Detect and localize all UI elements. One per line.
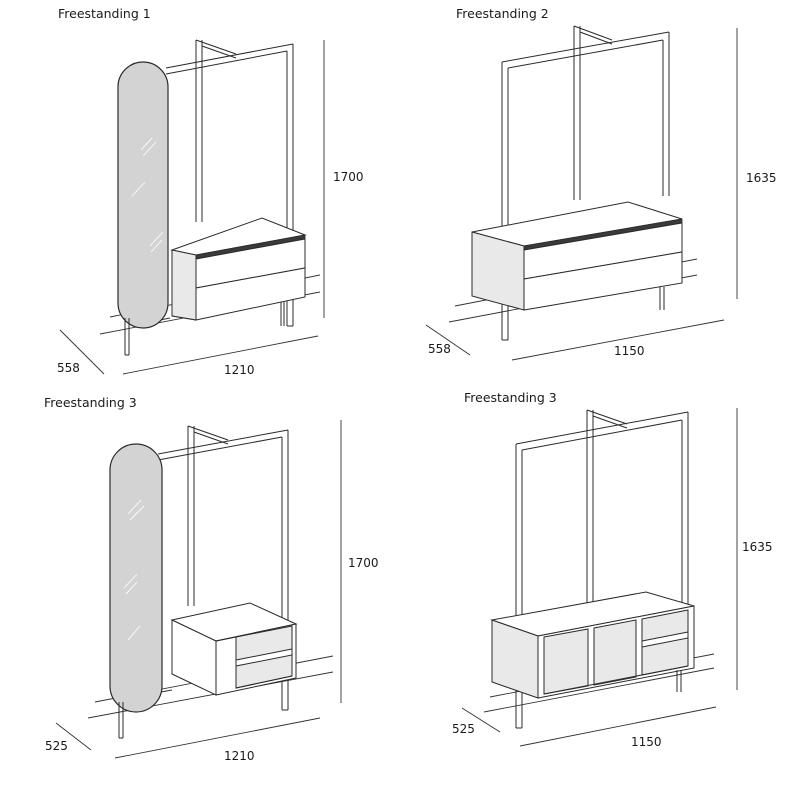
panel-2-height-label: 1635 [746,171,777,185]
panel-3-mirror [109,443,163,739]
panel-1-height-label: 1700 [333,170,364,184]
panel-3-title: Freestanding 3 [44,395,137,410]
panel-1-title: Freestanding 1 [58,6,151,21]
panel-2-width-label: 1150 [614,344,645,358]
panel-freestanding-1: Freestanding 1 [57,6,364,377]
panel-3-width-label: 1210 [224,749,255,763]
panel-4-shelf-unit [490,591,695,699]
panel-4-front-frame [515,411,689,729]
panel-2-back-frame [573,25,613,200]
panel-4-title: Freestanding 3 [464,390,557,405]
panel-4-height-label: 1635 [742,540,773,554]
panel-freestanding-2: Freestanding 2 [425,6,777,361]
panel-1-mirror [117,61,169,356]
panel-3-shelf-unit [149,602,298,696]
panel-4-back-frame [586,409,628,610]
panel-1-drawer-unit [149,217,307,326]
panel-1-back-frame [195,39,237,222]
panel-2-drawer-unit [471,201,683,311]
panel-3-depth-label: 525 [45,739,68,753]
panel-freestanding-3-left: Freestanding 3 [44,395,379,763]
panel-1-depth-label: 558 [57,361,80,375]
panel-2-dimensions: 1635 558 1150 [425,28,777,361]
panel-2-title: Freestanding 2 [456,6,549,21]
panel-3-dimensions: 1700 525 1210 [45,420,379,763]
panel-1-dimensions: 1700 558 1210 [57,40,364,377]
panel-freestanding-3-right: Freestanding 3 [452,390,773,749]
panel-1-width-label: 1210 [224,363,255,377]
panel-4-dimensions: 1635 525 1150 [452,408,773,749]
panel-3-back-frame [187,425,229,606]
panel-3-height-label: 1700 [348,556,379,570]
panel-4-depth-label: 525 [452,722,475,736]
panel-4-width-label: 1150 [631,735,662,749]
panel-2-depth-label: 558 [428,342,451,356]
